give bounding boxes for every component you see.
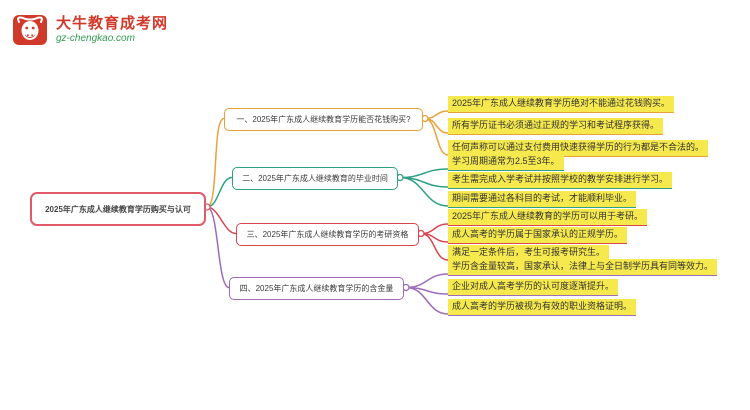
connector-branch3-leaf2 [420, 232, 449, 243]
connector-branch2-leaf1 [399, 168, 449, 179]
mindmap-leaf: 2025年广东成人继续教育学历绝对不能通过花钱购买。 [448, 96, 675, 113]
mindmap-branch-2: 二、2025年广东成人继续教育的毕业时间 [232, 167, 398, 190]
mindmap-root-node: 2025年广东成人继续教育学历购买与认可 [30, 192, 206, 226]
connector-root-branch4 [206, 206, 230, 289]
mindmap-branch-1: 一、2025年广东成人继续教育学历能否花钱购买? [224, 108, 423, 131]
connector-branch2-leaf2 [399, 176, 449, 188]
mindmap-branch-3: 三、2025年广东成人继续教育学历的考研资格 [236, 223, 419, 246]
connector-branch4-leaf3 [405, 286, 449, 315]
connector-branch4-leaf2 [405, 286, 449, 295]
connector-branch2-leaf3 [399, 176, 449, 207]
connector-root-branch1 [206, 117, 225, 208]
mindmap-leaf: 2025年广东成人继续教育的学历可以用于考研。 [448, 209, 648, 226]
connector-branch4-leaf1 [405, 273, 449, 289]
mindmap-leaf: 企业对成人高考学历的认可度逐渐提升。 [448, 279, 619, 296]
bull-logo-icon [12, 13, 50, 47]
site-logo: 大牛教育成考网 gz-chengkao.com [12, 13, 168, 47]
connector-branch3-leaf1 [420, 223, 449, 235]
mindmap-leaf: 考生需完成入学考试并按照学校的教学安排进行学习。 [448, 172, 673, 189]
mindmap-leaf: 学习周期通常为2.5至3年。 [448, 154, 564, 171]
connector-branch1-leaf1 [424, 110, 449, 120]
mindmap-leaf: 成人高考的学历属于国家承认的正规学历。 [448, 227, 628, 244]
mindmap-leaf: 学历含金量较高，国家承认，法律上与全日制学历具有同等效力。 [448, 259, 718, 276]
mindmap-leaf: 成人高考的学历被视为有效的职业资格证明。 [448, 299, 637, 316]
mindmap-leaf: 任何声称可以通过支付费用快速获得学历的行为都是不合法的。 [448, 140, 709, 157]
connector-root-branch3 [206, 206, 237, 235]
connector-branch3-leaf3 [420, 232, 449, 261]
logo-site-name: 大牛教育成考网 [56, 15, 169, 32]
connector-root-branch2 [206, 176, 233, 208]
mindmap-branch-4: 四、2025年广东成人继续教育学历的含金量 [229, 277, 404, 300]
connector-branch1-leaf3 [424, 117, 449, 156]
logo-domain-text: gz-chengkao.com [56, 33, 135, 44]
mindmap-leaf: 所有学历证书必须通过正规的学习和考试程序获得。 [448, 118, 664, 135]
connector-branch1-leaf2 [424, 117, 449, 134]
mindmap-leaf: 期间需要通过各科目的考试，才能顺利毕业。 [448, 191, 637, 208]
